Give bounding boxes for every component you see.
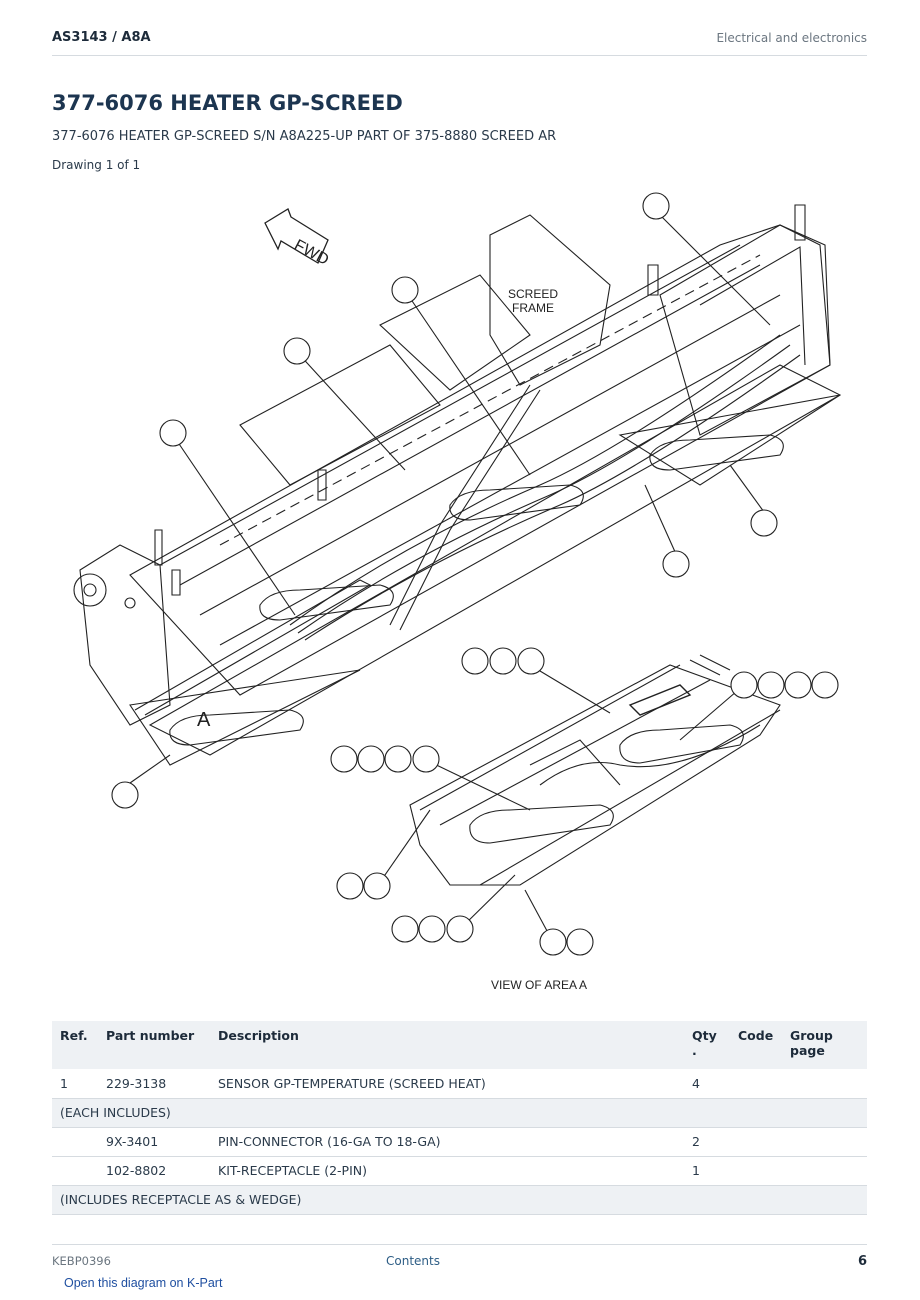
page-title: 377-6076 HEATER GP-SCREED <box>52 91 403 115</box>
main-view-callouts <box>111 192 778 809</box>
row-ref <box>52 1156 98 1186</box>
col-qty: Qty. <box>684 1021 730 1069</box>
page-number: 6 <box>857 1254 867 1269</box>
row-code <box>730 1127 782 1157</box>
section-name: Electrical and electronics <box>716 31 867 45</box>
col-part-number: Part number <box>98 1021 210 1069</box>
parts-table: Ref. Part number Description Qty. Code G… <box>52 1021 867 1215</box>
parts-diagram[interactable]: FWD SCREED FRAME <box>60 185 860 995</box>
col-group-page-line1: Group <box>790 1028 833 1043</box>
row-description: SENSOR GP-TEMPERATURE (SCREED HEAT) <box>210 1069 684 1099</box>
drawing-count: Drawing 1 of 1 <box>52 158 141 172</box>
open-kpart-link[interactable]: Open this diagram on K-Part <box>64 1276 223 1290</box>
row-note: (EACH INCLUDES) <box>52 1098 867 1128</box>
row-group-page <box>782 1069 867 1099</box>
row-description: PIN-CONNECTOR (16-GA TO 18-GA) <box>210 1127 684 1157</box>
fwd-arrow-icon: FWD <box>264 208 331 269</box>
detail-view-area-a <box>409 654 781 886</box>
contents-link[interactable]: Contents <box>386 1254 440 1268</box>
fwd-label: FWD <box>291 237 331 269</box>
model-code: AS3143 / A8A <box>52 30 151 45</box>
row-part-number: 9X-3401 <box>98 1127 210 1157</box>
row-description: KIT-RECEPTACLE (2-PIN) <box>210 1156 684 1186</box>
row-qty: 4 <box>684 1069 730 1099</box>
col-qty-line1: Qty <box>692 1028 717 1043</box>
table-row: 9X-3401 PIN-CONNECTOR (16-GA TO 18-GA) 2 <box>52 1127 867 1157</box>
row-qty: 1 <box>684 1156 730 1186</box>
col-code: Code <box>730 1021 782 1069</box>
parts-table-header: Ref. Part number Description Qty. Code G… <box>52 1021 867 1069</box>
detail-view-callouts <box>330 647 839 956</box>
row-code <box>730 1069 782 1099</box>
screed-assembly <box>73 204 842 766</box>
table-row: 1 229-3138 SENSOR GP-TEMPERATURE (SCREED… <box>52 1069 867 1099</box>
col-description: Description <box>210 1021 684 1069</box>
row-part-number: 102-8802 <box>98 1156 210 1186</box>
row-group-page <box>782 1156 867 1186</box>
row-part-number: 229-3138 <box>98 1069 210 1099</box>
col-group-page-line2: page <box>790 1043 825 1058</box>
doc-id: KEBP0396 <box>52 1254 111 1268</box>
screed-frame-label-1: SCREED <box>508 287 558 301</box>
screed-frame-label-2: FRAME <box>512 301 554 315</box>
row-note: (INCLUDES RECEPTACLE AS & WEDGE) <box>52 1185 867 1215</box>
area-a-marker: A <box>197 709 211 731</box>
page-footer: KEBP0396 Contents 6 <box>52 1244 867 1274</box>
page-header: AS3143 / A8A Electrical and electronics <box>52 28 867 56</box>
table-note-row: (INCLUDES RECEPTACLE AS & WEDGE) <box>52 1185 867 1215</box>
page-subtitle: 377-6076 HEATER GP-SCREED S/N A8A225-UP … <box>52 129 557 144</box>
row-qty: 2 <box>684 1127 730 1157</box>
view-caption: VIEW OF AREA A <box>491 978 587 992</box>
row-code <box>730 1156 782 1186</box>
col-qty-line2: . <box>692 1043 697 1058</box>
table-row: 102-8802 KIT-RECEPTACLE (2-PIN) 1 <box>52 1156 867 1186</box>
row-ref <box>52 1127 98 1157</box>
row-group-page <box>782 1127 867 1157</box>
row-ref: 1 <box>52 1069 98 1099</box>
table-note-row: (EACH INCLUDES) <box>52 1098 867 1128</box>
col-ref: Ref. <box>52 1021 98 1069</box>
